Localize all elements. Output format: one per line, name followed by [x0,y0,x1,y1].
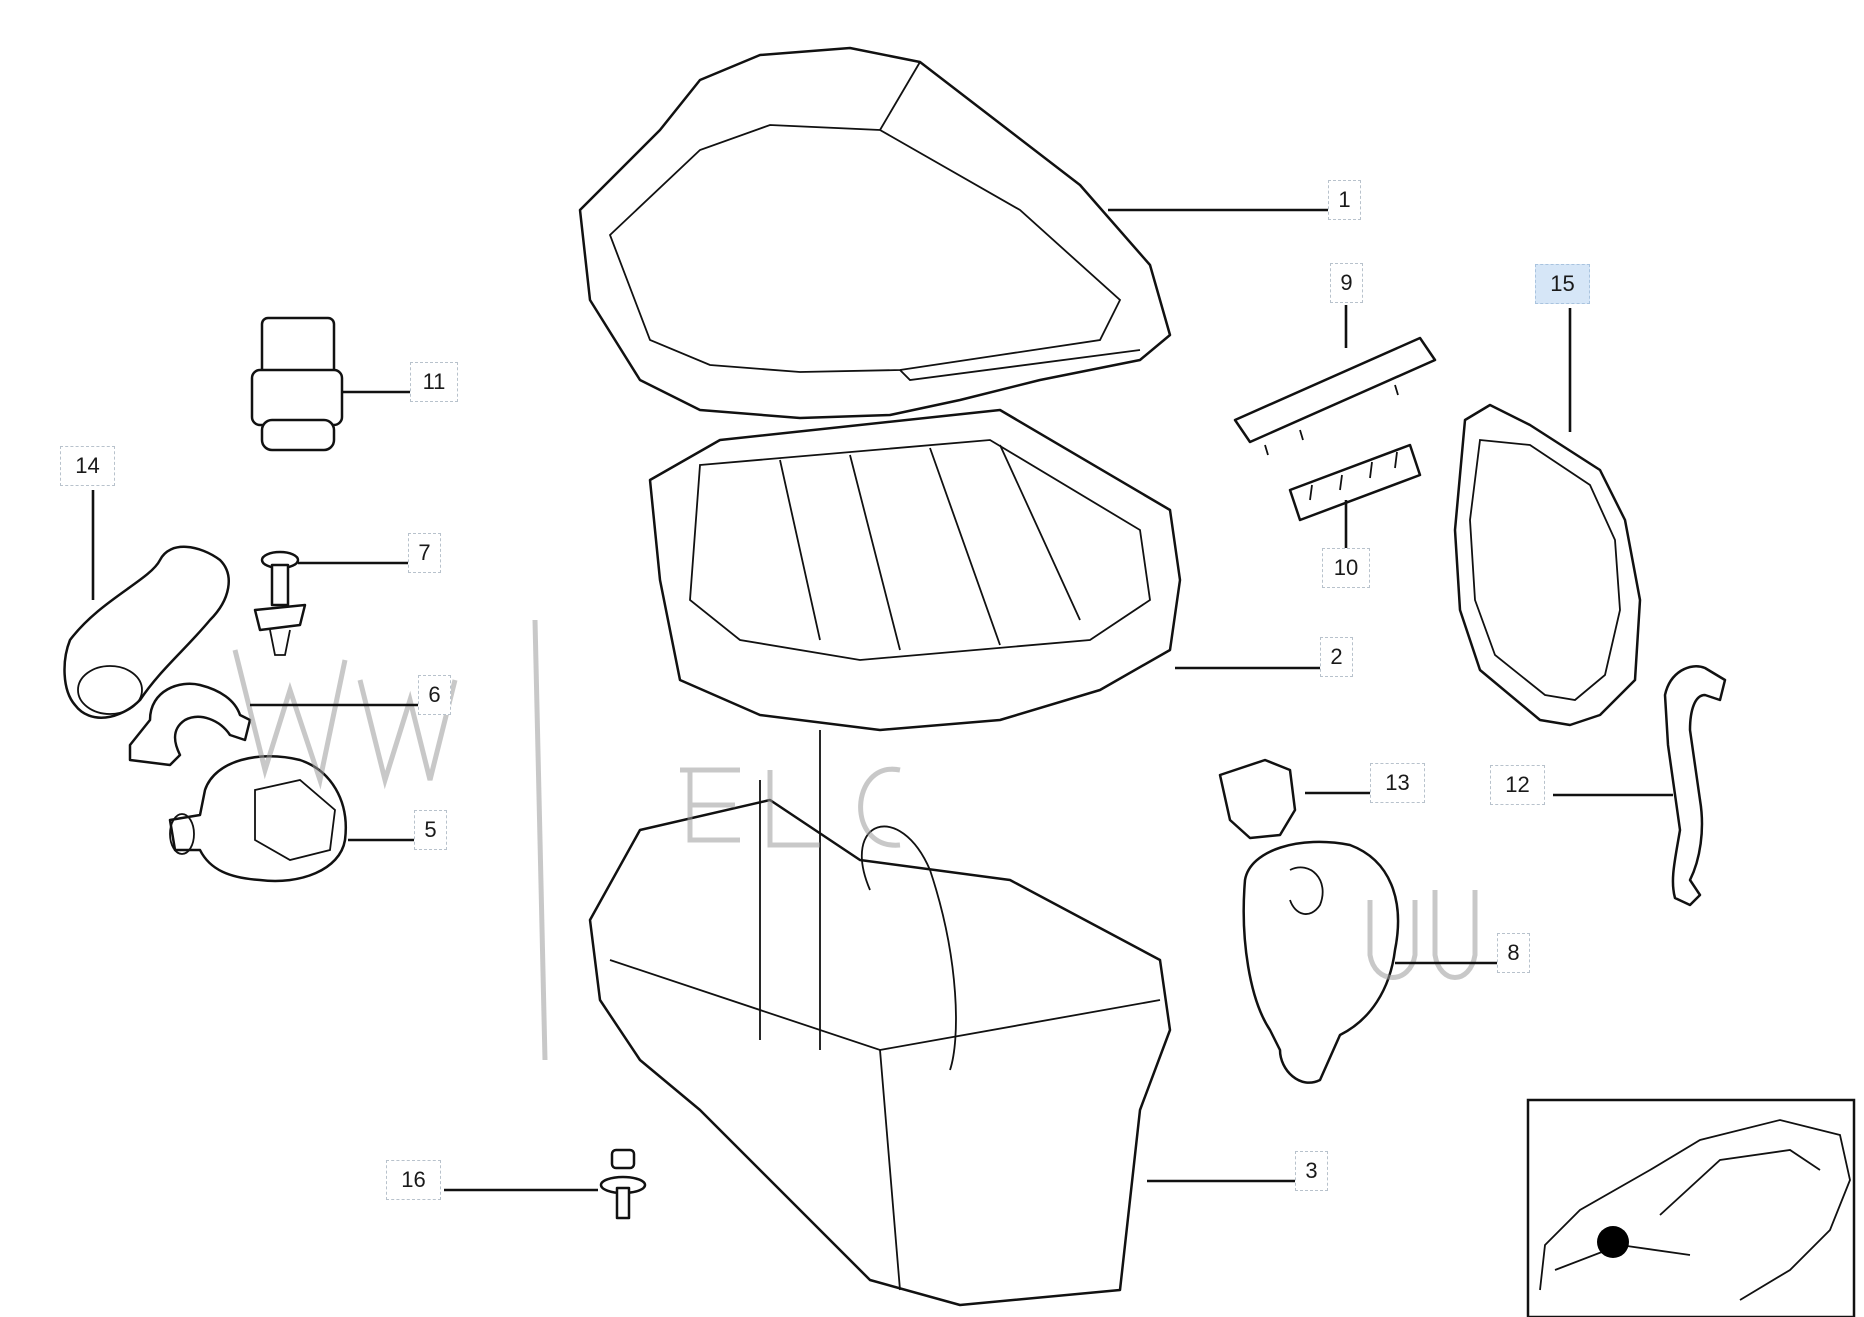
part-9-strip [1233,336,1437,456]
callout-8: 8 [1497,933,1530,973]
callout-9: 9 [1330,263,1363,303]
part-10-connector [1288,443,1422,522]
part-12-bracket [1663,665,1727,907]
part-7-fastener [253,550,307,656]
callout-16: 16 [386,1160,441,1200]
callout-12: 12 [1490,765,1545,805]
part-16-screw [599,1148,647,1220]
part-8-intake [1242,840,1400,1084]
callout-10: 10 [1322,548,1370,588]
callout-5: 5 [414,810,447,850]
part-2-upper-housing [648,408,1182,732]
callout-2: 2 [1320,637,1353,677]
part-14-hose [63,545,230,719]
part-11-sensor [250,316,344,452]
part-1-lid [578,46,1172,420]
part-6-clamp [128,682,252,767]
callout-3: 3 [1295,1151,1328,1191]
callout-11: 11 [410,362,458,402]
callout-13: 13 [1370,763,1425,803]
callout-6: 6 [418,675,451,715]
callout-7: 7 [408,533,441,573]
callout-14: 14 [60,446,115,486]
callout-1: 1 [1328,180,1361,220]
leader-lines [91,208,1673,1192]
callout-15[interactable]: 15 [1535,264,1590,304]
watermark [232,619,1478,1061]
vehicle-inset [1526,1098,1856,1317]
part-13-cap [1218,758,1297,840]
part-3-lower-housing [588,730,1172,1307]
part-15-gasket [1453,403,1642,727]
